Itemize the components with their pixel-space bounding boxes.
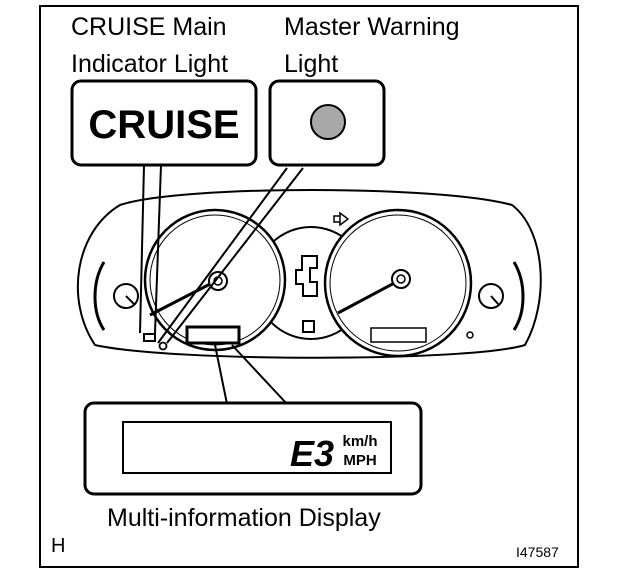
cruise-leader-right — [154, 164, 162, 334]
master-warning-label-line2: Light — [284, 50, 339, 78]
gear-position-pattern — [295, 255, 318, 297]
display-readout: E3 — [290, 433, 334, 474]
left-gauge-needle — [149, 280, 215, 317]
display-label: Multi-information Display — [107, 504, 381, 532]
cruise-callout-text: CRUISE — [88, 103, 239, 147]
arrow-indicator-icon — [333, 211, 350, 227]
display-lcd-screen — [122, 421, 392, 474]
warning-leader-right — [166, 167, 304, 344]
display-unit-kmh: km/h — [342, 433, 377, 450]
right-indicator-dot — [466, 331, 474, 339]
cluster-housing — [76, 189, 542, 359]
warning-leader-left — [157, 167, 288, 344]
figure-id: I47587 — [516, 544, 559, 560]
multi-info-display-small — [185, 325, 241, 345]
warning-lamp-on-cluster — [158, 341, 168, 351]
corner-letter: H — [51, 535, 66, 557]
display-leader-right — [231, 344, 288, 405]
cruise-lamp-on-cluster — [143, 333, 156, 342]
cruise-label-line1: CRUISE Main — [71, 13, 227, 41]
master-warning-label-line1: Master Warning — [284, 13, 460, 41]
cruise-leader-left — [139, 164, 145, 334]
display-leader-left — [214, 344, 228, 405]
display-unit-mph: MPH — [343, 452, 376, 469]
left-side-arc — [93, 261, 106, 331]
right-gauge-needle — [337, 278, 401, 315]
right-side-arc — [512, 261, 525, 331]
right-gauge-display — [370, 327, 427, 343]
center-small-square — [302, 320, 315, 333]
cruise-callout-box — [70, 79, 258, 167]
figure-frame — [39, 5, 579, 568]
cruise-label-line2: Indicator Light — [71, 50, 229, 78]
master-warning-lamp-icon — [310, 104, 346, 140]
